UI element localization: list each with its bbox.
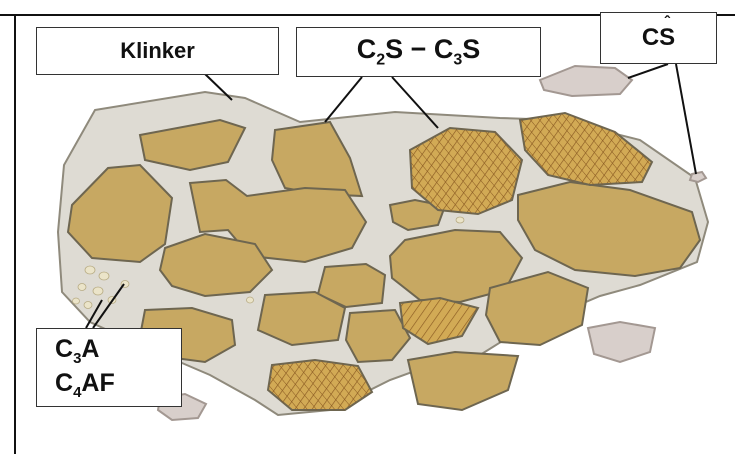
- c4af-line: C4AF: [55, 368, 115, 402]
- label-c2s-c3s: C2S − C3S: [296, 27, 541, 77]
- label-c3a-c4af: C3A C4AF: [36, 328, 182, 407]
- c3a-line: C3A: [55, 334, 99, 368]
- label-klinker: Klinker: [36, 27, 279, 75]
- c2s-c3s-text: C2S − C3S: [357, 34, 481, 69]
- label-klinker-text: Klinker: [120, 38, 195, 64]
